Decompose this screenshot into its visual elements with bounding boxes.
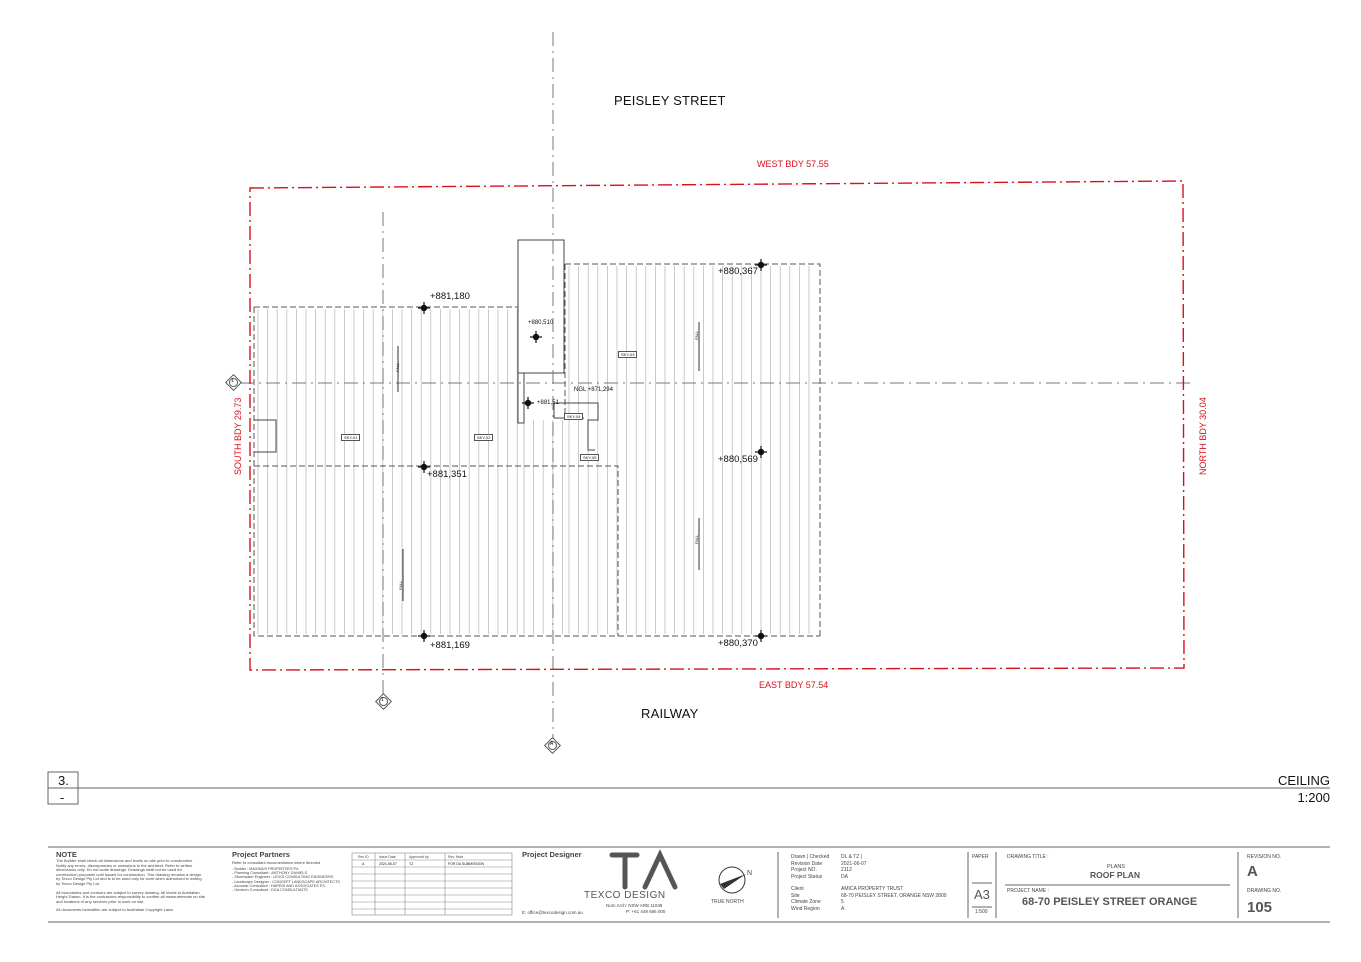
fall-label: FALL bbox=[694, 330, 699, 340]
texco-logo-icon bbox=[609, 849, 678, 890]
street-name-south: RAILWAY bbox=[641, 706, 699, 721]
view-title: CEILING bbox=[1277, 773, 1330, 788]
step-detail bbox=[553, 402, 599, 451]
revision-table-grid bbox=[351, 852, 513, 916]
roof-tag: SKY-03 bbox=[618, 351, 638, 358]
partners-sub: Refer to consultant documentation where … bbox=[232, 860, 321, 865]
level-label: +881,180 bbox=[430, 291, 470, 302]
logo-sub: Nom Arch: NSW ARB 11048 bbox=[606, 903, 663, 908]
drawing-title-2: ROOF PLAN bbox=[1090, 870, 1141, 880]
title-block-frame bbox=[47, 771, 1330, 923]
level-label: +881,51 bbox=[537, 400, 559, 406]
logo-text: TEXCO DESIGN bbox=[584, 890, 666, 901]
project-name-label: PROJECT NAME : bbox=[1007, 888, 1049, 894]
note-text: The Builder shall check all dimensions a… bbox=[56, 858, 205, 913]
drawing-title-1: PLANS bbox=[1107, 864, 1126, 870]
notch-detail bbox=[254, 419, 277, 453]
level-label: +881,351 bbox=[427, 469, 467, 480]
roof-tag: SKY-02 bbox=[474, 434, 494, 441]
drawing-no-label: DRAWING NO. bbox=[1247, 888, 1282, 894]
partners-heading: Project Partners bbox=[232, 850, 290, 859]
level-label: +880,367 bbox=[718, 266, 758, 277]
view-sub-number: - bbox=[60, 790, 65, 805]
level-marker-icon bbox=[755, 630, 767, 642]
level-label: +880,370 bbox=[718, 638, 758, 649]
level-marker-icon bbox=[418, 630, 430, 642]
paper-scale: 1:500 bbox=[975, 909, 988, 915]
project-name: 68-70 PEISLEY STREET ORANGE bbox=[1022, 896, 1198, 908]
designer-email: E: office@texcodesign.com.au bbox=[522, 910, 583, 915]
rev-header-by: Approved by bbox=[409, 855, 429, 859]
grid-marker-label: 1 bbox=[231, 378, 234, 384]
boundary-label-west: WEST BDY 57.55 bbox=[757, 159, 829, 169]
view-scale: 1:200 bbox=[1297, 790, 1330, 805]
roof-box bbox=[517, 239, 565, 374]
level-marker-icon bbox=[530, 331, 542, 343]
level-label: +880,569 bbox=[718, 454, 758, 465]
level-label: +881,169 bbox=[430, 640, 470, 651]
rev-row-note: FOR DA SUBMISSION bbox=[448, 862, 484, 866]
gutter-detail bbox=[517, 373, 525, 424]
roof-tag: SKY-05 bbox=[580, 454, 600, 461]
designer-heading: Project Designer bbox=[522, 850, 582, 859]
project-info-values: DL & TZ | 2021-06-07 2112 DA AMICA PROPE… bbox=[841, 854, 947, 912]
grid-bubbles bbox=[225, 374, 561, 754]
level-label: +880,510 bbox=[528, 320, 554, 326]
level-marker-icon bbox=[418, 461, 430, 473]
drawing-number: 105 bbox=[1247, 899, 1273, 916]
boundary-label-north: NORTH BDY 30.04 bbox=[1198, 397, 1208, 475]
view-number: 3. bbox=[58, 773, 69, 788]
fall-arrows bbox=[397, 322, 700, 601]
level-marker-icon bbox=[522, 397, 534, 409]
rev-header-note: Rev. Note bbox=[448, 855, 464, 859]
north-arrow-icon bbox=[718, 866, 746, 894]
roof-outline bbox=[253, 263, 821, 637]
level-markers bbox=[418, 259, 767, 642]
roof-tag: SKY-04 bbox=[564, 413, 584, 420]
fall-label: FALL bbox=[398, 580, 403, 590]
project-info-labels: Drawn | Checked Revision Date Project NO… bbox=[791, 854, 830, 912]
rev-header-date: Issue Date bbox=[379, 855, 396, 859]
note-heading: NOTE bbox=[56, 850, 77, 859]
site-boundary bbox=[249, 180, 1185, 671]
grid-marker-label: A bbox=[550, 741, 554, 747]
ngl-label: NGL +871,294 bbox=[574, 387, 613, 393]
boundary-label-east: EAST BDY 57.54 bbox=[759, 680, 829, 690]
revision-number: A bbox=[1247, 863, 1258, 880]
true-north-label: TRUE NORTH bbox=[711, 899, 744, 905]
roof-tag: SKY-01 bbox=[341, 434, 361, 441]
level-marker-icon bbox=[755, 259, 767, 271]
paper-size: A3 bbox=[974, 887, 990, 902]
drawing-title-label: DRAWING TITLE : bbox=[1007, 854, 1049, 860]
partners-list: - Builder : MAXIMUS PROPERTIES P/L - Pla… bbox=[232, 867, 340, 893]
rev-row-by: TZ bbox=[409, 862, 414, 866]
fall-label: FALL bbox=[395, 362, 400, 372]
designer-phone: P: +61 449 686 000 bbox=[626, 909, 666, 914]
rev-header-id: Rev ID bbox=[358, 855, 369, 859]
rev-row-id: A bbox=[362, 862, 365, 866]
boundary-label-south: SOUTH BDY 29.73 bbox=[233, 397, 243, 475]
rev-row-date: 2021-06-07 bbox=[379, 862, 397, 866]
revision-label: REVISION NO. bbox=[1247, 854, 1282, 860]
grid-marker-label: 1 bbox=[381, 697, 384, 703]
fall-label: FALL bbox=[694, 534, 699, 544]
level-marker-icon bbox=[418, 302, 430, 314]
paper-label: PAPER bbox=[972, 854, 989, 860]
level-marker-icon bbox=[755, 446, 767, 458]
street-name-north: PEISLEY STREET bbox=[614, 93, 726, 108]
north-letter: N bbox=[747, 870, 753, 877]
